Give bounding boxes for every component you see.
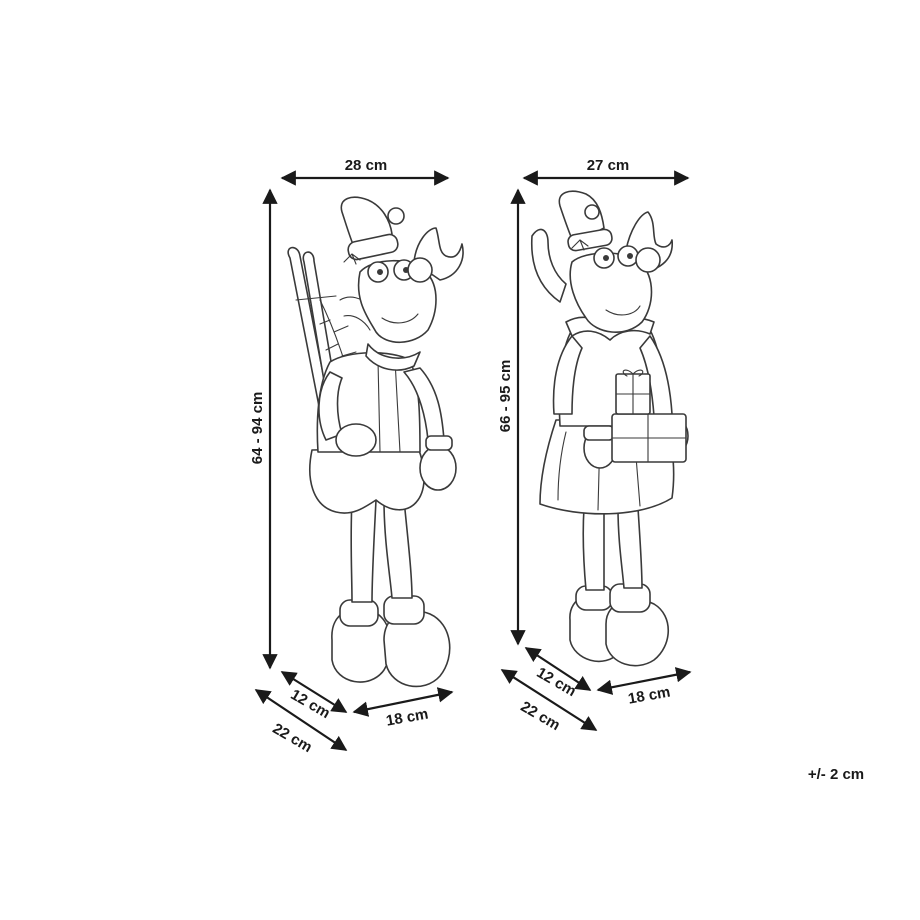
right-height-label: 66 - 95 cm bbox=[497, 360, 514, 433]
left-height-label: 64 - 94 cm bbox=[249, 392, 266, 465]
tolerance-note: +/- 2 cm bbox=[808, 766, 864, 783]
moose-with-gifts-drawing bbox=[530, 190, 689, 667]
left-depth-base-arrow bbox=[254, 689, 348, 751]
left-width-label: 28 cm bbox=[345, 157, 388, 174]
right-depth-base-arrow bbox=[500, 669, 598, 731]
left-base-width-arrow bbox=[352, 687, 454, 717]
left-base-width-label: 18 cm bbox=[385, 706, 430, 730]
moose-with-skis-drawing bbox=[287, 196, 464, 688]
right-base-width-arrow bbox=[596, 667, 692, 695]
right-width-label: 27 cm bbox=[587, 157, 630, 174]
right-base-width-label: 18 cm bbox=[627, 684, 672, 708]
